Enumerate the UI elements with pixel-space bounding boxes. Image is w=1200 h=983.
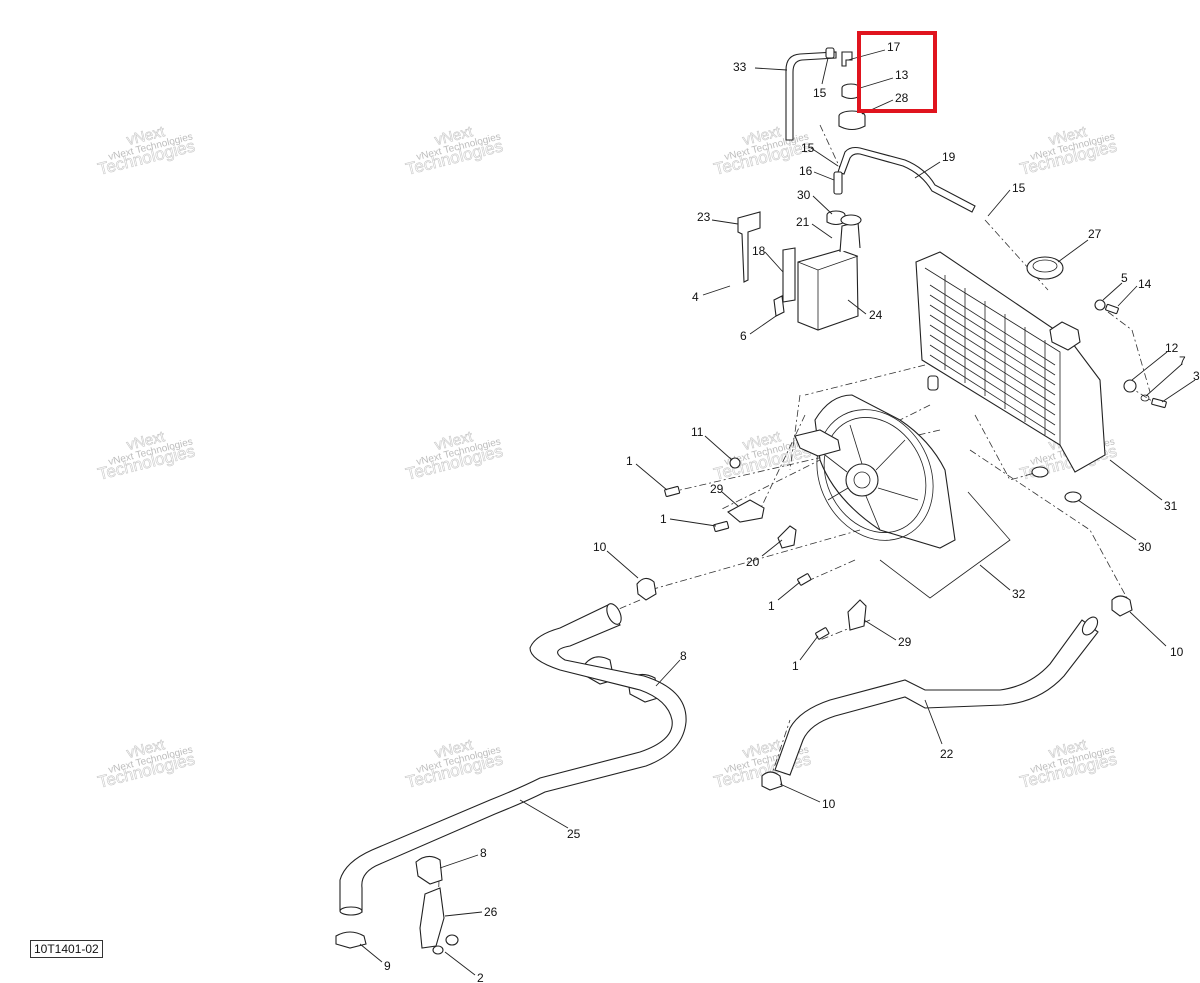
callout-23: 23 bbox=[697, 210, 711, 224]
radiator-mount-top bbox=[1094, 299, 1119, 315]
callout-12: 12 bbox=[1165, 341, 1179, 355]
callout-8: 8 bbox=[480, 846, 487, 860]
watermark: vNext vNext Technologies Technologies bbox=[404, 428, 505, 484]
callout-21: 21 bbox=[796, 215, 810, 229]
callout-33: 33 bbox=[733, 60, 747, 74]
watermark: vNext vNext Technologies Technologies bbox=[1018, 736, 1119, 792]
cooling-fan bbox=[794, 394, 956, 549]
callout-6: 6 bbox=[740, 329, 747, 343]
vent-hose bbox=[785, 51, 837, 141]
callout-10: 10 bbox=[1170, 645, 1184, 659]
callout-25: 25 bbox=[567, 827, 581, 841]
callout-4: 4 bbox=[692, 290, 699, 304]
callout-5: 5 bbox=[1121, 271, 1128, 285]
callout-15: 15 bbox=[813, 86, 827, 100]
callout-16: 16 bbox=[799, 164, 813, 178]
watermark: vNext vNext Technologies Technologies bbox=[712, 123, 813, 179]
reference-code-label: 10T1401-02 bbox=[30, 940, 103, 958]
hose-bracket bbox=[419, 887, 459, 955]
callout-18: 18 bbox=[752, 244, 766, 258]
callout-10: 10 bbox=[593, 540, 607, 554]
expansion-tank bbox=[797, 214, 862, 331]
callout-29: 29 bbox=[710, 482, 724, 496]
callout-2: 2 bbox=[477, 971, 484, 983]
watermark: vNext vNext Technologies Technologies bbox=[96, 736, 197, 792]
fan-hardware bbox=[664, 457, 867, 640]
callout-3: 3 bbox=[1193, 369, 1200, 383]
tank-bracket bbox=[737, 211, 796, 317]
fan-shroud-outline bbox=[879, 491, 1011, 599]
callout-20: 20 bbox=[746, 555, 760, 569]
watermark: vNext vNext Technologies Technologies bbox=[96, 123, 197, 179]
upper-hose bbox=[774, 616, 1099, 776]
watermark: vNext vNext Technologies Technologies bbox=[96, 428, 197, 484]
overflow-hose bbox=[837, 146, 976, 213]
callout-29: 29 bbox=[898, 635, 912, 649]
callout-13: 13 bbox=[895, 68, 909, 82]
watermark: vNext vNext Technologies Technologies bbox=[404, 736, 505, 792]
lower-hose bbox=[339, 603, 687, 916]
assembly-lines bbox=[436, 124, 1161, 941]
callout-15: 15 bbox=[1012, 181, 1026, 195]
callout-31: 31 bbox=[1164, 499, 1178, 513]
highlight-box bbox=[857, 31, 937, 113]
callout-1: 1 bbox=[626, 454, 633, 468]
fill-cap-assembly bbox=[838, 51, 866, 131]
radiator-cap bbox=[1026, 256, 1064, 280]
callout-7: 7 bbox=[1179, 354, 1186, 368]
callout-1: 1 bbox=[768, 599, 775, 613]
callout-9: 9 bbox=[384, 959, 391, 973]
watermark: vNext vNext Technologies Technologies bbox=[404, 123, 505, 179]
callout-26: 26 bbox=[484, 905, 498, 919]
tank-neck-fittings bbox=[826, 171, 846, 226]
leader-lines bbox=[359, 49, 1196, 976]
callout-24: 24 bbox=[869, 308, 883, 322]
callout-22: 22 bbox=[940, 747, 954, 761]
radiator-grommets bbox=[1031, 466, 1082, 503]
callout-19: 19 bbox=[942, 150, 956, 164]
callout-11: 11 bbox=[691, 425, 704, 439]
radiator-mount-side bbox=[1123, 379, 1167, 409]
callout-8: 8 bbox=[680, 649, 687, 663]
radiator bbox=[915, 251, 1106, 473]
callout-10: 10 bbox=[822, 797, 836, 811]
watermark: vNext vNext Technologies Technologies bbox=[1018, 123, 1119, 179]
callout-30: 30 bbox=[1138, 540, 1152, 554]
callout-17: 17 bbox=[887, 40, 901, 54]
callout-32: 32 bbox=[1012, 587, 1026, 601]
callout-27: 27 bbox=[1088, 227, 1102, 241]
clamp-top bbox=[825, 47, 835, 59]
callout-15: 15 bbox=[801, 141, 815, 155]
callout-30: 30 bbox=[797, 188, 811, 202]
callout-labels: 33 15 17 13 28 15 19 16 30 15 23 21 18 2… bbox=[384, 40, 1200, 983]
callout-28: 28 bbox=[895, 91, 909, 105]
callout-1: 1 bbox=[660, 512, 667, 526]
callout-1: 1 bbox=[792, 659, 799, 673]
callout-14: 14 bbox=[1138, 277, 1152, 291]
hose-clamps bbox=[335, 577, 1133, 949]
